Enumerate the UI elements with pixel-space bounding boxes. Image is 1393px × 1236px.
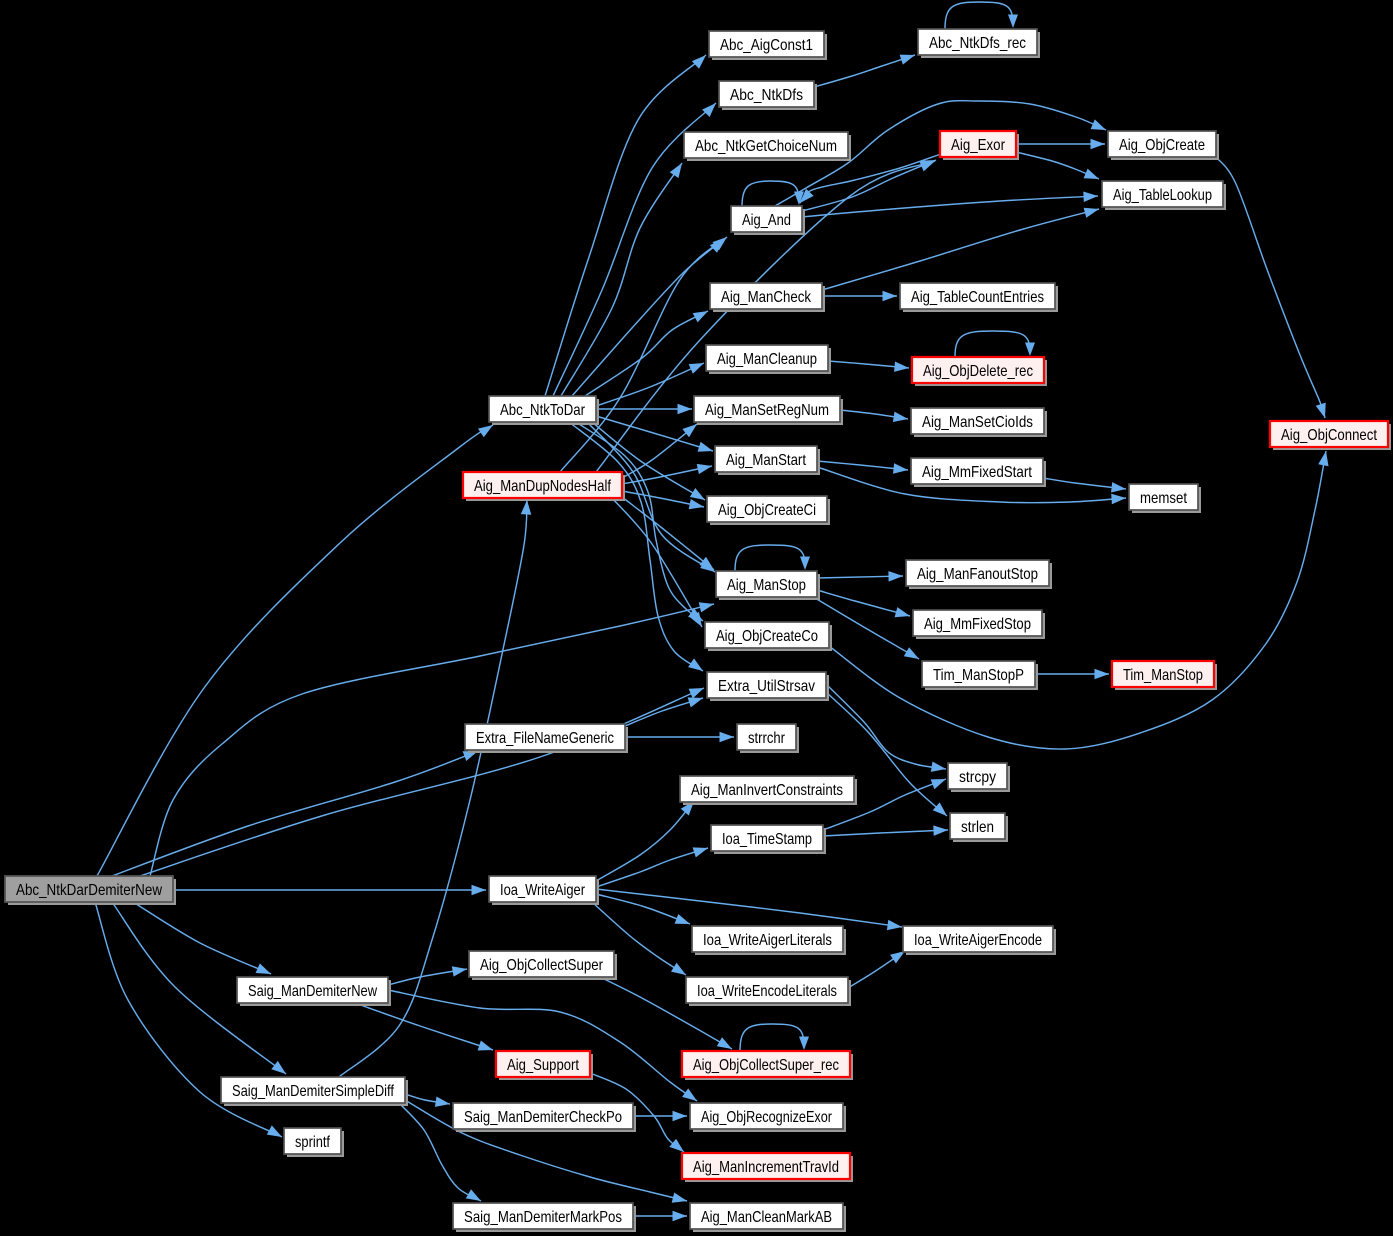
svg-text:sprintf: sprintf [295,1134,330,1151]
svg-text:Extra_UtilStrsav: Extra_UtilStrsav [718,678,815,695]
svg-text:Saig_ManDemiterSimpleDiff: Saig_ManDemiterSimpleDiff [232,1083,394,1100]
svg-text:Aig_ManSetRegNum: Aig_ManSetRegNum [705,402,829,419]
svg-text:Aig_ObjDelete_rec: Aig_ObjDelete_rec [923,363,1033,380]
svg-text:Aig_ObjCreateCi: Aig_ObjCreateCi [718,502,816,519]
svg-text:Aig_ManStop: Aig_ManStop [727,577,806,594]
svg-text:Aig_ManStart: Aig_ManStart [726,452,806,469]
svg-text:Ioa_WriteAigerLiterals: Ioa_WriteAigerLiterals [703,932,832,949]
svg-text:Aig_ManCleanMarkAB: Aig_ManCleanMarkAB [701,1209,832,1226]
svg-text:strcpy: strcpy [959,769,996,786]
svg-text:strlen: strlen [961,819,994,836]
svg-text:Aig_ManFanoutStop: Aig_ManFanoutStop [917,566,1038,583]
svg-text:Aig_ObjCreate: Aig_ObjCreate [1119,137,1205,154]
svg-text:strrchr: strrchr [748,730,786,747]
svg-text:Aig_MmFixedStop: Aig_MmFixedStop [924,616,1031,633]
svg-text:Abc_AigConst1: Abc_AigConst1 [720,37,813,54]
svg-text:Aig_ManCleanup: Aig_ManCleanup [717,351,817,368]
svg-text:Aig_ObjCollectSuper_rec: Aig_ObjCollectSuper_rec [693,1057,839,1074]
svg-text:memset: memset [1140,490,1187,507]
svg-text:Saig_ManDemiterCheckPo: Saig_ManDemiterCheckPo [464,1109,622,1126]
svg-text:Aig_ManIncrementTravId: Aig_ManIncrementTravId [693,1159,839,1176]
svg-text:Abc_NtkDfs: Abc_NtkDfs [730,87,803,104]
svg-text:Aig_TableCountEntries: Aig_TableCountEntries [911,289,1044,306]
svg-text:Abc_NtkToDar: Abc_NtkToDar [500,402,586,419]
svg-text:Extra_FileNameGeneric: Extra_FileNameGeneric [476,730,614,747]
svg-text:Aig_TableLookup: Aig_TableLookup [1113,187,1212,204]
svg-text:Aig_ObjCollectSuper: Aig_ObjCollectSuper [480,957,604,974]
svg-text:Aig_ManDupNodesHalf: Aig_ManDupNodesHalf [474,478,611,495]
svg-text:Aig_ObjConnect: Aig_ObjConnect [1281,427,1377,444]
svg-text:Ioa_WriteAiger: Ioa_WriteAiger [500,882,586,899]
svg-text:Ioa_TimeStamp: Ioa_TimeStamp [722,831,812,848]
svg-text:Tim_ManStop: Tim_ManStop [1123,667,1203,684]
svg-text:Abc_NtkDfs_rec: Abc_NtkDfs_rec [929,35,1026,52]
svg-text:Tim_ManStopP: Tim_ManStopP [933,667,1024,684]
svg-text:Abc_NtkDarDemiterNew: Abc_NtkDarDemiterNew [16,882,162,899]
svg-text:Aig_And: Aig_And [742,212,791,229]
svg-text:Aig_ManSetCioIds: Aig_ManSetCioIds [922,414,1033,431]
svg-text:Aig_Support: Aig_Support [507,1057,579,1074]
svg-text:Aig_Exor: Aig_Exor [951,137,1006,154]
svg-text:Aig_ManCheck: Aig_ManCheck [721,289,812,306]
svg-text:Aig_ManInvertConstraints: Aig_ManInvertConstraints [691,782,843,799]
svg-text:Saig_ManDemiterNew: Saig_ManDemiterNew [248,983,377,1000]
svg-text:Aig_ObjCreateCo: Aig_ObjCreateCo [716,628,818,645]
svg-text:Abc_NtkGetChoiceNum: Abc_NtkGetChoiceNum [695,138,837,155]
svg-text:Aig_ObjRecognizeExor: Aig_ObjRecognizeExor [701,1109,833,1126]
svg-text:Saig_ManDemiterMarkPos: Saig_ManDemiterMarkPos [464,1209,622,1226]
svg-text:Ioa_WriteEncodeLiterals: Ioa_WriteEncodeLiterals [697,983,837,1000]
svg-text:Aig_MmFixedStart: Aig_MmFixedStart [922,464,1032,481]
svg-text:Ioa_WriteAigerEncode: Ioa_WriteAigerEncode [914,932,1042,949]
